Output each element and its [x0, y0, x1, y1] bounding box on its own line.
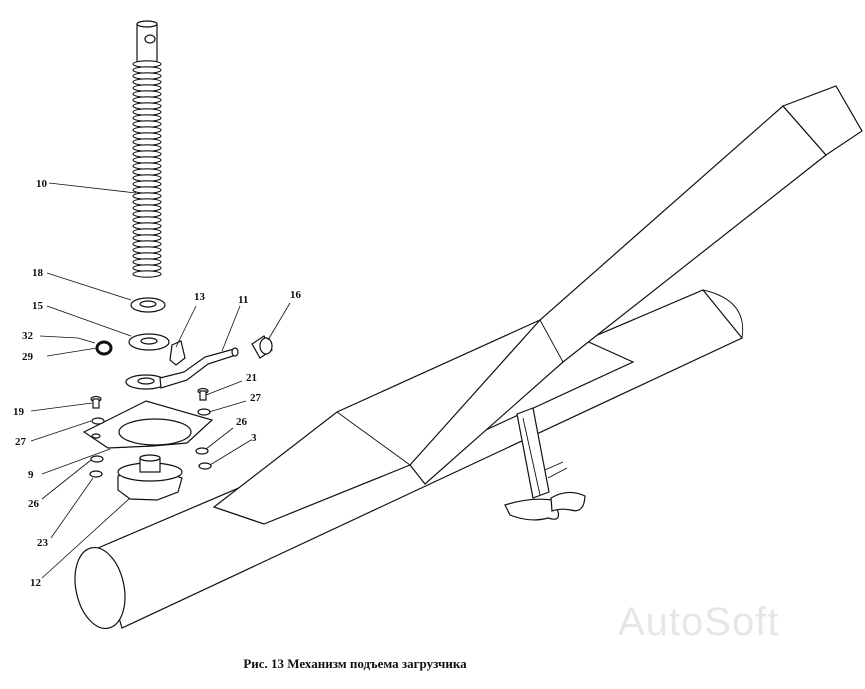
nut-23	[89, 470, 103, 478]
support-leg	[504, 407, 586, 521]
callout-13: 13	[194, 291, 206, 303]
callout-26-left: 26	[28, 498, 40, 510]
washer-27-upper	[197, 408, 211, 416]
callout-3: 3	[251, 432, 257, 444]
callout-27-upper: 27	[250, 392, 262, 404]
watermark: AutoSoft	[618, 600, 780, 644]
callout-labels: 10 18 15 13 11 16 32 29 21 19 27 27 26 3…	[13, 178, 302, 589]
callout-9: 9	[28, 469, 34, 481]
handle-11	[125, 347, 239, 390]
callout-18: 18	[32, 267, 44, 279]
star-nut-12	[117, 454, 183, 501]
callout-26-right: 26	[236, 416, 248, 428]
inclined-chute	[409, 85, 863, 485]
bushing-16	[251, 335, 273, 359]
plate-9	[82, 400, 214, 449]
callout-11: 11	[238, 294, 248, 306]
washer-26-right	[195, 447, 209, 455]
callout-16: 16	[290, 289, 302, 301]
washer-18	[130, 297, 166, 313]
callout-19: 19	[13, 406, 25, 418]
callout-12: 12	[30, 577, 42, 589]
callout-15: 15	[32, 300, 44, 312]
bolt-19	[90, 395, 102, 409]
screw-10	[132, 20, 162, 278]
callout-27-lower: 27	[15, 436, 27, 448]
washer-26-left	[90, 455, 104, 463]
figure-caption: Рис. 13 Механизм подъема загрузчика	[243, 656, 467, 671]
pin-32	[77, 337, 96, 344]
callout-21: 21	[246, 372, 257, 384]
bracket-13	[169, 340, 186, 366]
callout-10: 10	[36, 178, 48, 190]
bolt-21	[197, 387, 209, 401]
callout-23: 23	[37, 537, 49, 549]
ring-29	[95, 340, 113, 356]
leader-lines	[30, 182, 291, 579]
washer-15	[128, 333, 170, 351]
nut-3	[198, 462, 212, 470]
callout-29: 29	[22, 351, 34, 363]
callout-32: 32	[22, 330, 34, 342]
washer-27-lower	[91, 417, 105, 425]
